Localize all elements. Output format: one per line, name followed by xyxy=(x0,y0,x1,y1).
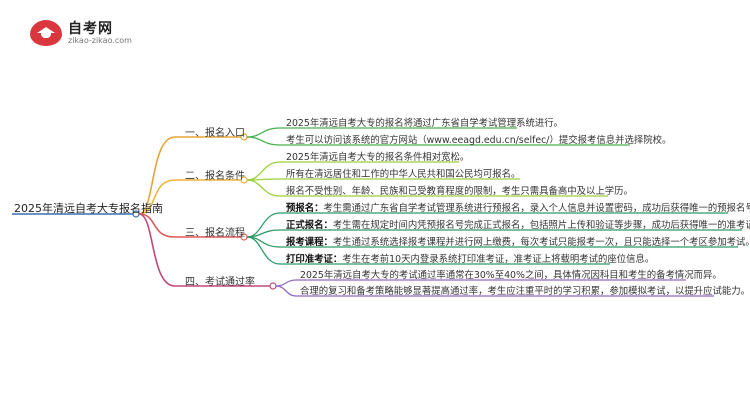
graduation-cap-icon xyxy=(30,20,62,46)
connector-leaf-3-4 xyxy=(246,236,610,265)
leaf-process-print-admission: 打印准考证：考生在考前10天内登录系统打印准考证，准考证上将载明考试的座位信息。 xyxy=(286,254,655,265)
site-logo[interactable]: 自考网 zikao-zikao.com xyxy=(30,18,140,50)
branch-label-conditions: 二、报名条件 xyxy=(185,171,245,182)
leaf-conditions-1: 2025年清远自考大专的报名条件相对宽松。 xyxy=(286,152,470,163)
logo-subtitle: zikao-zikao.com xyxy=(68,36,132,45)
branch-label-entry: 一、报名入口 xyxy=(185,128,245,139)
connector-leaf-1-2 xyxy=(246,136,630,146)
leaf-conditions-2: 所有在清远居住和工作的中华人民共和国公民均可报名。 xyxy=(286,169,521,180)
leaf-process-formal-registration: 正式报名：考生需在规定时间内凭预报名号完成正式报名，包括照片上传和验证等步骤，成… xyxy=(286,220,750,231)
leaf-entry-2: 考生可以访问该系统的官方网站（www.eeagd.edu.cn/selfec/）… xyxy=(286,135,672,146)
connector-leaf-4-2 xyxy=(275,285,714,297)
leaf-pass-rate-1: 2025年清远自考大专的考试通过率通常在30%至40%之间，具体情况因科目和考生… xyxy=(300,270,722,281)
branch-label-process: 三、报名流程 xyxy=(185,228,245,239)
connector-leaf-2-3 xyxy=(246,179,608,197)
branch-label-pass-rate: 四、考试通过率 xyxy=(185,277,255,288)
root-node-label: 2025年清远自考大专报名指南 xyxy=(14,202,163,215)
leaf-conditions-3: 报名不受性别、年龄、民族和已受教育程度的限制，考生只需具备高中及以上学历。 xyxy=(286,186,633,197)
connector-branch-4 xyxy=(138,213,270,287)
connector-branch-2 xyxy=(138,179,241,215)
logo-title: 自考网 xyxy=(68,21,113,37)
branch-4-dot xyxy=(269,282,277,290)
leaf-process-pre-registration: 预报名：考生需通过广东省自学考试管理系统进行预报名，录入个人信息并设置密码，成功… xyxy=(286,203,750,214)
leaf-entry-1: 2025年清远自考大专的报名将通过广东省自学考试管理系统进行。 xyxy=(286,118,563,129)
leaf-pass-rate-2: 合理的复习和备考策略能够显著提高通过率，考生应注重平时的学习积累，参加模拟考试，… xyxy=(300,286,750,297)
leaf-process-course-selection: 报考课程：考生通过系统选择报考课程并进行网上缴费，每次考试只能报考一次，且只能选… xyxy=(286,237,750,248)
connector-branch-3 xyxy=(138,213,241,238)
connector-branch-1 xyxy=(138,136,241,215)
